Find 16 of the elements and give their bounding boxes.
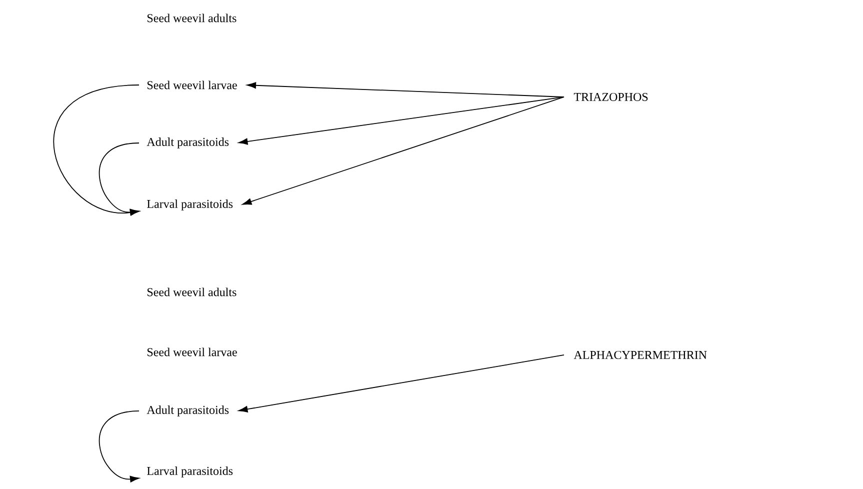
arrow <box>99 410 140 482</box>
arrow <box>246 82 564 98</box>
label-text: ALPHACYPERMETHRIN <box>574 350 707 359</box>
arrow <box>238 354 564 412</box>
arrow <box>99 142 140 216</box>
label-text: Adult parasitoids <box>146 138 229 148</box>
label-text: Adult parasitoids <box>146 406 229 416</box>
label-text: Seed weevil larvae <box>148 80 237 90</box>
label-text: Seed weevil adults <box>148 288 236 296</box>
label-text: TRIAZOPHOS <box>574 92 648 102</box>
label-text: Seed weevil adults <box>148 14 236 22</box>
label-text: Larval parasitoids <box>147 466 233 478</box>
arrow <box>242 96 564 205</box>
label-text: Larval parasitoids <box>147 200 233 210</box>
label-text: Seed weevil larvae <box>148 348 237 356</box>
arrow <box>238 96 564 145</box>
